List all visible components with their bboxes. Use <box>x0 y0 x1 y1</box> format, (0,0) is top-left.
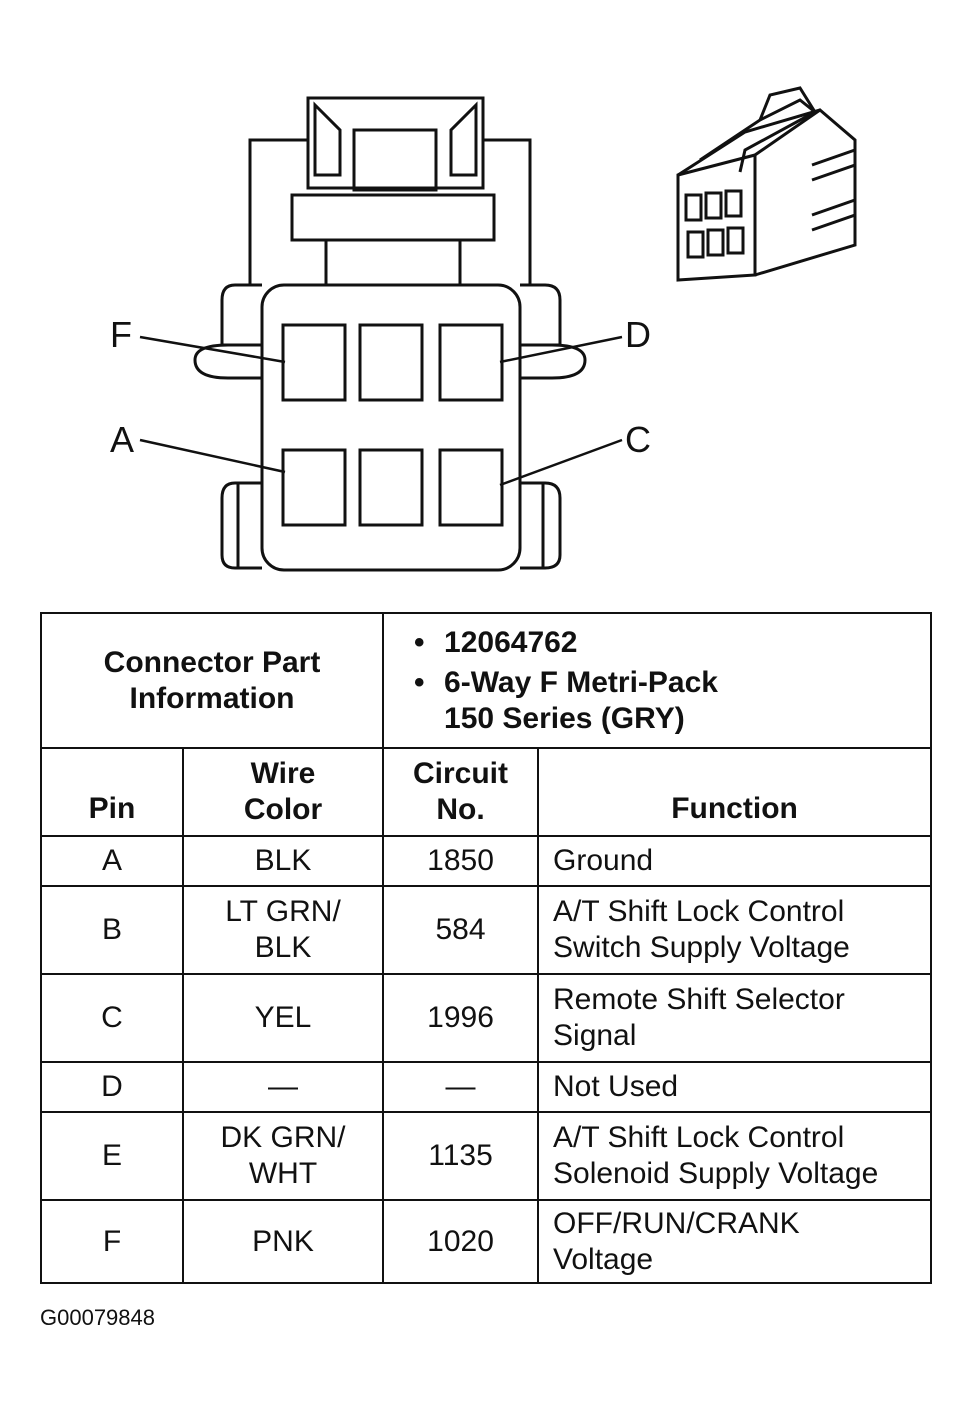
leader-line-D <box>499 335 623 364</box>
cavity-A <box>281 448 347 527</box>
connector-isometric-illustration <box>676 86 857 282</box>
cell-wire-color: YEL <box>181 973 385 1063</box>
cell-circuit: 1135 <box>382 1111 540 1201</box>
cavity-D <box>438 323 504 402</box>
cell-wire-color: BLK <box>181 835 385 887</box>
cell-pin: F <box>40 1199 184 1284</box>
cavity-C <box>438 448 504 527</box>
cell-function: Not Used <box>537 1061 933 1113</box>
connector-body <box>260 283 522 572</box>
pin-label-D: D <box>625 314 651 355</box>
cavity-E <box>358 323 424 402</box>
cell-circuit: 1996 <box>382 973 540 1063</box>
cavity-B <box>358 448 424 527</box>
connector-face-diagram: F D A C <box>110 86 857 572</box>
pin-label-A: A <box>110 419 134 460</box>
cell-circuit: 1020 <box>382 1199 540 1284</box>
col-header-function: Function <box>537 747 933 837</box>
table-row: C YEL 1996 Remote Shift Selector Signal <box>40 973 933 1063</box>
table-row: E DK GRN/ WHT 1135 A/T Shift Lock Contro… <box>40 1111 933 1201</box>
cell-pin: D <box>40 1061 184 1113</box>
connector-ear-right-bottom <box>520 481 562 570</box>
cell-wire-color: DK GRN/ WHT <box>181 1111 385 1201</box>
cell-function: A/T Shift Lock Control Solenoid Supply V… <box>537 1111 933 1201</box>
cell-circuit: 1850 <box>382 835 540 887</box>
table-row: B LT GRN/ BLK 584 A/T Shift Lock Control… <box>40 885 933 975</box>
connector-latch <box>306 96 485 190</box>
cell-function: Remote Shift Selector Signal <box>537 973 933 1063</box>
leader-line-A <box>139 438 286 474</box>
cell-pin: A <box>40 835 184 887</box>
connector-ear-right-top <box>520 283 562 347</box>
cell-pin: C <box>40 973 184 1063</box>
col-header-wire-color: Wire Color <box>181 747 385 837</box>
cell-circuit: 584 <box>382 885 540 975</box>
cell-function: Ground <box>537 835 933 887</box>
leader-line-C <box>499 438 623 487</box>
col-header-circuit: Circuit No. <box>382 747 540 837</box>
part-info-title: Connector Part Information <box>39 612 385 749</box>
table-row: F PNK 1020 OFF/RUN/CRANK Voltage <box>40 1199 933 1284</box>
col-header-pin: Pin <box>40 747 184 837</box>
cell-wire-color: PNK <box>181 1199 385 1284</box>
pin-label-C: C <box>625 419 651 460</box>
cell-wire-color: — <box>181 1061 385 1113</box>
connector-ear-left-bottom <box>220 481 262 570</box>
connector-lock-bar <box>290 193 496 242</box>
cell-pin: B <box>40 885 184 975</box>
pin-label-F: F <box>110 314 132 355</box>
table-row: A BLK 1850 Ground <box>40 835 933 887</box>
part-info-list: 12064762 6-Way F Metri-Pack 150 Series (… <box>382 612 933 749</box>
cell-pin: E <box>40 1111 184 1201</box>
cell-wire-color: LT GRN/ BLK <box>181 885 385 975</box>
figure-id: G00079848 <box>40 1305 155 1330</box>
cell-circuit: — <box>382 1061 540 1113</box>
part-description: 6-Way F Metri-Pack 150 Series (GRY) <box>414 665 930 737</box>
connector-info-table: Connector Part Information 12064762 6-Wa… <box>39 612 933 1284</box>
cell-function: A/T Shift Lock Control Switch Supply Vol… <box>537 885 933 975</box>
table-row: D — — Not Used <box>40 1061 933 1113</box>
cell-function: OFF/RUN/CRANK Voltage <box>537 1199 933 1284</box>
leader-line-F <box>139 335 286 364</box>
cavity-F <box>281 323 347 402</box>
connector-ear-left-top <box>220 283 262 347</box>
part-number: 12064762 <box>414 625 930 661</box>
